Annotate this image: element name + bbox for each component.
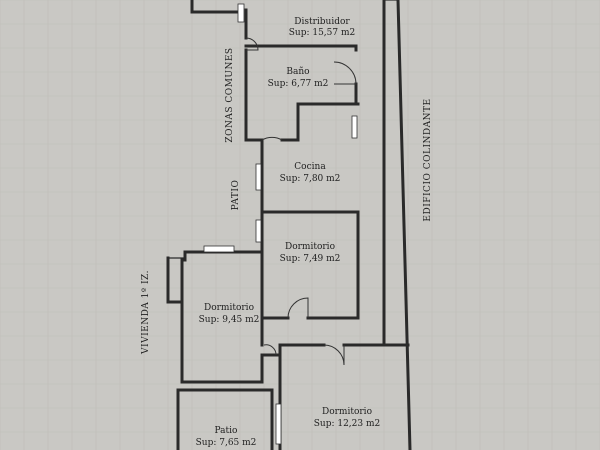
room-name: Distribuidor	[294, 17, 350, 27]
room-area: Sup: 9,45 m2	[199, 315, 260, 325]
room-name: Dormitorio	[285, 242, 335, 252]
room-area: Sup: 7,65 m2	[196, 438, 257, 448]
door-swings	[245, 37, 357, 366]
room-labels: Distribuidor Sup: 15,57 m2 Baño Sup: 6,7…	[196, 17, 381, 448]
zonas-comunes-label: ZONAS COMUNES	[225, 47, 235, 142]
room-area: Sup: 7,49 m2	[280, 254, 341, 264]
room-name: Dormitorio	[204, 303, 254, 313]
room-name: Dormitorio	[322, 407, 372, 417]
room-area: Sup: 6,77 m2	[268, 79, 329, 89]
room-area: Sup: 12,23 m2	[314, 419, 381, 429]
windows	[203, 3, 358, 445]
room-area: Sup: 15,57 m2	[289, 28, 356, 38]
annotations: ZONAS COMUNES PATIO EDIFICIO COLINDANTE …	[141, 47, 433, 355]
patio-label: PATIO	[231, 180, 241, 211]
edificio-colindante-label: EDIFICIO COLINDANTE	[423, 98, 433, 221]
room-name: Baño	[286, 67, 309, 77]
room-name: Cocina	[294, 162, 326, 172]
room-area: Sup: 7,80 m2	[280, 174, 341, 184]
vivienda-label: VIVIENDA 1º IZ.	[141, 270, 151, 355]
room-name: Patio	[215, 426, 238, 436]
